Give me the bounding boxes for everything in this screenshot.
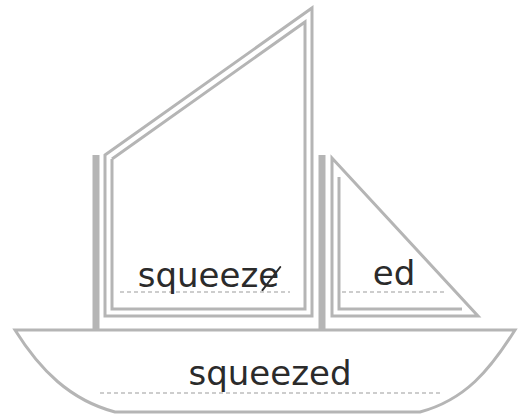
small-sail: ed <box>328 155 483 321</box>
outline-line <box>15 330 515 412</box>
outline-line <box>112 22 305 309</box>
outline-line <box>332 158 478 316</box>
small-sail-outline <box>328 155 483 321</box>
word-text: ed <box>342 253 446 293</box>
left-mast <box>93 155 100 330</box>
middle-mast <box>319 155 326 330</box>
outline-line <box>105 8 312 316</box>
outline-line <box>339 177 462 309</box>
boat-hull: squeezed <box>10 325 521 417</box>
word-text: squeezed <box>70 353 470 393</box>
big-sail: squeeze <box>100 5 318 321</box>
word-text: squeeze <box>112 255 305 295</box>
